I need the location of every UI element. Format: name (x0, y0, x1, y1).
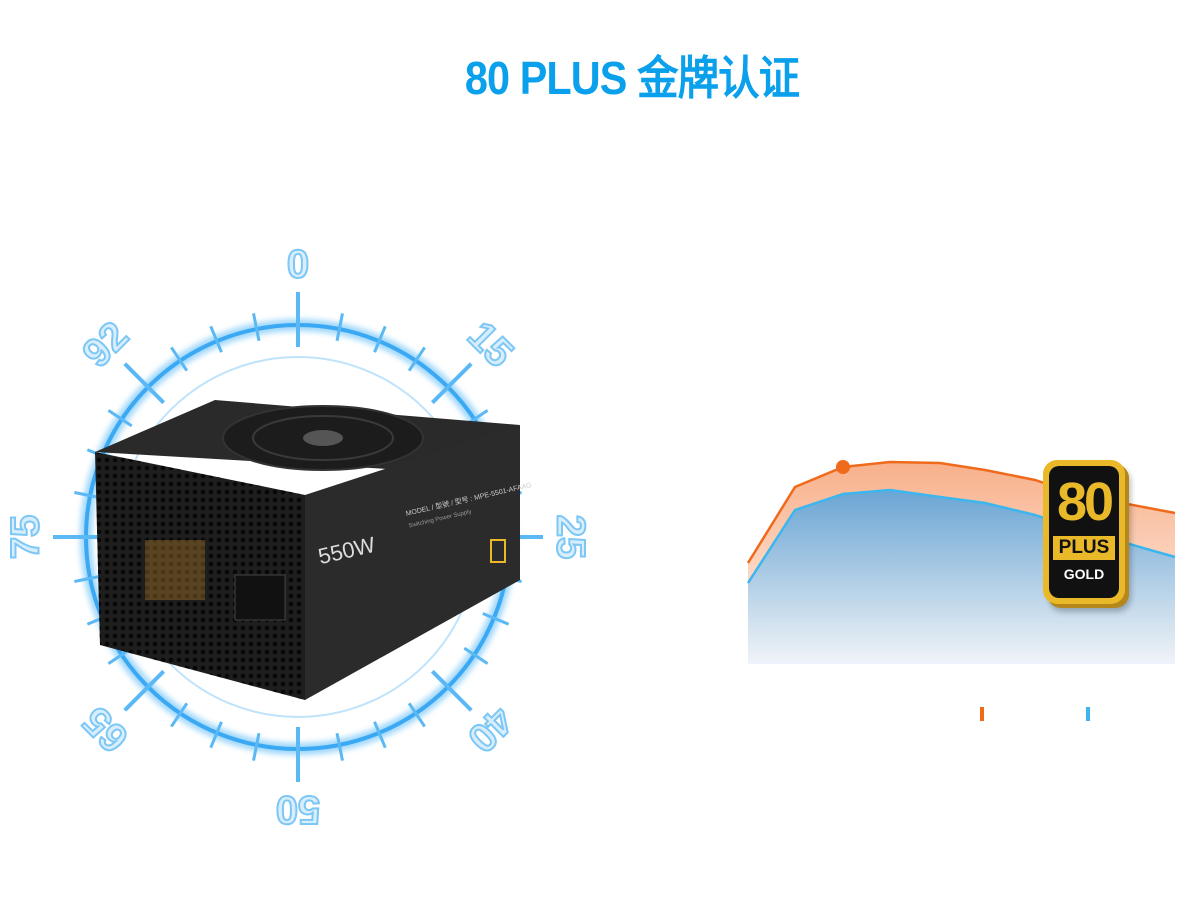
power-supply-image (95, 400, 520, 700)
dial-label: 0 (286, 242, 310, 288)
dial-tick (209, 721, 223, 749)
dial-tick (335, 732, 344, 761)
dial-tick (107, 409, 133, 428)
dial-label: 25 (548, 514, 594, 561)
legend-blue-marker (1086, 707, 1090, 721)
dial-tick (74, 574, 103, 583)
dial-tick (430, 669, 473, 712)
dial-tick (407, 346, 426, 372)
page-title: 80 PLUS 金牌认证 (464, 52, 800, 104)
dial-tick (252, 313, 261, 342)
dial-tick (170, 702, 189, 728)
dial-tick (123, 362, 166, 405)
dial-tick (123, 669, 166, 712)
80-plus-gold-badge: 80 PLUS GOLD (1043, 460, 1125, 604)
badge-tier: GOLD (1063, 566, 1105, 582)
dial-tick (407, 702, 426, 728)
badge-number: 80 (1056, 472, 1114, 532)
dial-label: 50 (275, 787, 322, 833)
dial-tick (373, 325, 387, 353)
legend-orange-marker (980, 707, 984, 721)
dial-tick (482, 612, 510, 626)
peak-marker (836, 460, 850, 474)
dial-tick (463, 646, 489, 665)
dial-tick (335, 313, 344, 342)
dial-tick (209, 325, 223, 353)
dial-tick (430, 362, 473, 405)
dial-tick (373, 721, 387, 749)
dial-tick (252, 732, 261, 761)
dial-tick (170, 346, 189, 372)
dial-label: 75 (3, 514, 49, 561)
badge-plus: PLUS (1053, 536, 1115, 560)
